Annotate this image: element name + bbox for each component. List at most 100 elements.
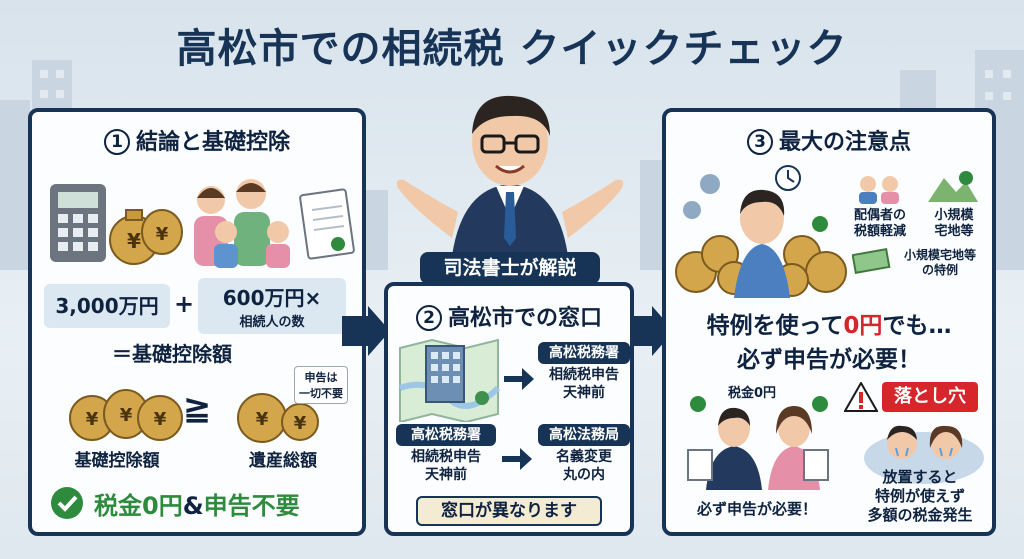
step-number: 1 bbox=[103, 129, 130, 155]
office1-line2: 天神前 bbox=[563, 385, 605, 401]
office1-tag: 高松税務署 bbox=[538, 342, 630, 364]
check-icon bbox=[51, 487, 83, 519]
no-filing-note: 申告は 一切不要 bbox=[294, 366, 348, 404]
headline-exception: 特例を使って0円でも… bbox=[666, 306, 992, 340]
clock-icon bbox=[775, 165, 801, 191]
label-estate-total: 遺産総額 bbox=[249, 451, 317, 471]
step-number: 3 bbox=[746, 129, 773, 155]
check-icon bbox=[690, 396, 706, 412]
office1-detail: 相続税申告 天神前 bbox=[534, 366, 634, 402]
tax-zero-label: 税金0円 bbox=[727, 386, 777, 401]
result-tax-zero: 税金0円 bbox=[94, 492, 183, 520]
gear-icon bbox=[683, 174, 720, 219]
caption-neglect-consequence: 放置すると 特例が使えず 多額の税金発生 bbox=[844, 468, 996, 525]
map-icon bbox=[398, 338, 500, 422]
headline-must-file: 必ず申告が必要！ bbox=[737, 347, 921, 373]
panel2-title-text: 高松市での窓口 bbox=[447, 306, 602, 331]
document-icon bbox=[299, 188, 355, 260]
check-icon bbox=[812, 396, 828, 412]
base-amount-box: 3,000万円 bbox=[44, 284, 170, 328]
deduction-equals-label: ＝基礎控除額 bbox=[112, 342, 232, 366]
item3-line2: の特例 bbox=[921, 263, 958, 277]
money-bags-comparison: ¥ ¥ ¥ ¥ ¥ bbox=[69, 389, 319, 443]
cash-icon bbox=[852, 248, 891, 274]
result-no-filing: 申告不要 bbox=[203, 492, 300, 520]
family-illustration: ¥ ¥ bbox=[50, 179, 355, 268]
headline1-zero: 0円 bbox=[843, 313, 883, 339]
per-heir-amount: 600万円× bbox=[222, 286, 322, 310]
caption-must-file: 必ず申告が必要！ bbox=[696, 500, 817, 518]
arrow-right-icon bbox=[502, 448, 532, 470]
filing-people-illustration bbox=[687, 396, 829, 490]
svg-text:¥: ¥ bbox=[127, 229, 141, 253]
item-small-land-exception: 小規模宅地等 の特例 bbox=[888, 248, 992, 278]
office3-detail: 名義変更 丸の内 bbox=[534, 448, 634, 484]
building-icon bbox=[425, 345, 465, 403]
office2-detail: 相続税申告 天神前 bbox=[394, 448, 498, 484]
money-bag-icon bbox=[237, 393, 319, 443]
crying-people-illustration bbox=[864, 425, 984, 484]
office3-line2: 丸の内 bbox=[563, 467, 605, 483]
result-banner: 税金0円&申告不要 bbox=[50, 484, 350, 524]
svg-text:¥: ¥ bbox=[120, 405, 133, 426]
per-heir-amount-box: 600万円× 相続人の数 bbox=[198, 278, 346, 334]
office3-line1: 名義変更 bbox=[556, 449, 612, 465]
plus-sign: + bbox=[173, 290, 195, 318]
svg-text:¥: ¥ bbox=[294, 413, 307, 434]
no-filing-note-line1: 申告は bbox=[304, 371, 338, 384]
result-ampersand: & bbox=[182, 492, 204, 520]
caption-right-line3: 多額の税金発生 bbox=[867, 506, 973, 524]
arrow-right-icon bbox=[504, 368, 534, 390]
greater-equal-sign: ≧ bbox=[182, 388, 212, 428]
item2-line2: 宅地等 bbox=[934, 224, 974, 239]
panel3-title-text: 最大の注意点 bbox=[778, 130, 911, 155]
office2-line2: 天神前 bbox=[425, 467, 467, 483]
svg-text:¥: ¥ bbox=[154, 409, 167, 430]
office1-line1: 相続税申告 bbox=[549, 367, 619, 383]
page-title: 高松市での相続税 クイックチェック bbox=[176, 26, 848, 72]
warning-icon bbox=[844, 382, 878, 412]
step-number: 2 bbox=[415, 305, 442, 331]
per-heir-label: 相続人の数 bbox=[239, 315, 305, 330]
money-bag-icon: ¥ ¥ bbox=[109, 209, 183, 265]
office2-line1: 相続税申告 bbox=[411, 449, 481, 465]
different-windows-note: 窓口が異なります bbox=[416, 496, 602, 526]
family-icon bbox=[194, 179, 290, 268]
caption-right-line1: 放置すると bbox=[882, 468, 958, 486]
land-icon bbox=[928, 171, 978, 202]
item-small-land: 小規模 宅地等 bbox=[916, 208, 992, 240]
item1-line1: 配偶者の bbox=[853, 208, 906, 223]
svg-text:¥: ¥ bbox=[156, 224, 169, 245]
office3-tag: 高松法務局 bbox=[538, 424, 630, 446]
svg-text:¥: ¥ bbox=[256, 409, 269, 430]
no-filing-note-line2: 一切不要 bbox=[299, 387, 343, 400]
document-icon bbox=[803, 449, 829, 481]
caption-right-line2: 特例が使えず bbox=[874, 487, 965, 505]
document-icon bbox=[687, 449, 713, 481]
office2-tag: 高松税務署 bbox=[396, 424, 496, 446]
arrow-right-icon bbox=[342, 306, 390, 356]
svg-text:¥: ¥ bbox=[86, 409, 99, 430]
spouse-couple-icon bbox=[859, 176, 899, 204]
money-bag-icon bbox=[69, 389, 183, 441]
worried-person-illustration bbox=[675, 165, 847, 298]
pitfall-banner: 落とし穴 bbox=[844, 382, 984, 414]
item2-line1: 小規模 bbox=[934, 208, 974, 223]
calculator-icon bbox=[50, 184, 106, 262]
pitfall-label: 落とし穴 bbox=[882, 382, 978, 412]
item-spouse-deduction: 配偶者の 税額軽減 bbox=[844, 208, 916, 240]
headline1-a: 特例を使って bbox=[706, 313, 844, 339]
panel1-title-text: 結論と基礎控除 bbox=[135, 130, 290, 155]
expert-badge: 司法書士が解説 bbox=[420, 252, 600, 284]
item1-line2: 税額軽減 bbox=[853, 224, 906, 239]
label-basic-deduction: 基礎控除額 bbox=[74, 451, 160, 471]
item3-line1: 小規模宅地等 bbox=[903, 248, 976, 262]
scrivener-illustration bbox=[396, 95, 624, 256]
headline1-c: でも… bbox=[882, 313, 952, 339]
